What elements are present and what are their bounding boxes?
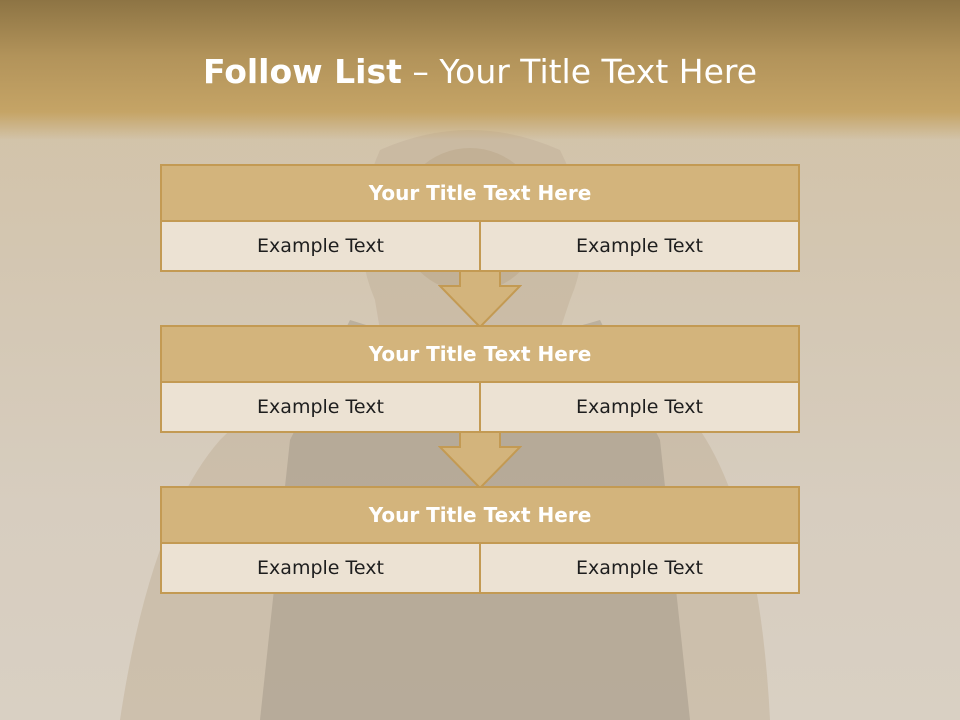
block-cell-right: Example Text — [479, 544, 798, 592]
slide-title-rest: – Your Title Text Here — [401, 52, 758, 91]
block-row: Example Text Example Text — [160, 222, 800, 272]
block-cell-left: Example Text — [257, 396, 384, 418]
slide-title: Follow List – Your Title Text Here — [0, 52, 960, 91]
list-block-2: Your Title Text Here Example Text Exampl… — [160, 325, 800, 433]
header-band — [0, 0, 960, 140]
block-cell-right: Example Text — [479, 222, 798, 270]
block-cell-right: Example Text — [479, 383, 798, 431]
block-title: Your Title Text Here — [160, 164, 800, 222]
slide-title-bold: Follow List — [202, 52, 402, 91]
down-arrow-icon — [438, 270, 522, 328]
block-row: Example Text Example Text — [160, 544, 800, 594]
list-block-3: Your Title Text Here Example Text Exampl… — [160, 486, 800, 594]
list-block-1: Your Title Text Here Example Text Exampl… — [160, 164, 800, 272]
block-title: Your Title Text Here — [160, 486, 800, 544]
down-arrow-icon — [438, 431, 522, 489]
block-title: Your Title Text Here — [160, 325, 800, 383]
block-row: Example Text Example Text — [160, 383, 800, 433]
block-cell-left: Example Text — [257, 557, 384, 579]
block-cell-left: Example Text — [257, 235, 384, 257]
